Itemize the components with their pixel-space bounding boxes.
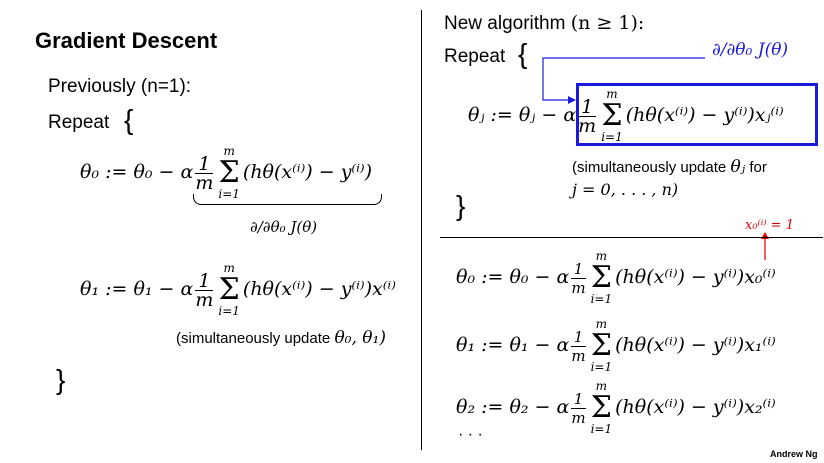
slide-title: Gradient Descent (35, 28, 218, 53)
index-range: j = 0, . . . , n) (572, 180, 679, 199)
highlight-box (576, 83, 818, 146)
new-algorithm-title: New algorithm (n ≥ 1): (444, 12, 645, 34)
open-brace: { (124, 104, 134, 135)
close-brace: } (56, 364, 66, 395)
vertical-divider (421, 10, 422, 450)
x0-equals-one-label: x₀⁽ⁱ⁾ = 1 (745, 218, 794, 233)
simultaneous-note: (simultaneously update θ₀, θ₁) (176, 328, 386, 348)
horizontal-divider (440, 237, 823, 238)
underbrace (193, 194, 382, 205)
derivative-label-blue: ∂/∂θ₀ J(θ) (712, 40, 789, 60)
author-credit: Andrew Ng (770, 449, 818, 459)
blue-arrow (542, 57, 705, 104)
close-brace-right: } (456, 190, 466, 221)
open-brace-right: { (518, 38, 528, 69)
ellipsis: · · · (458, 426, 483, 443)
derivative-label: ∂/∂θ₀ J(θ) (250, 218, 318, 236)
repeat-label: Repeat (48, 112, 110, 133)
repeat-label-right: Repeat (444, 46, 506, 67)
simultaneous-note-right: (simultaneously update θⱼ for (572, 157, 767, 177)
previously-label: Previously (n=1): (48, 76, 192, 97)
